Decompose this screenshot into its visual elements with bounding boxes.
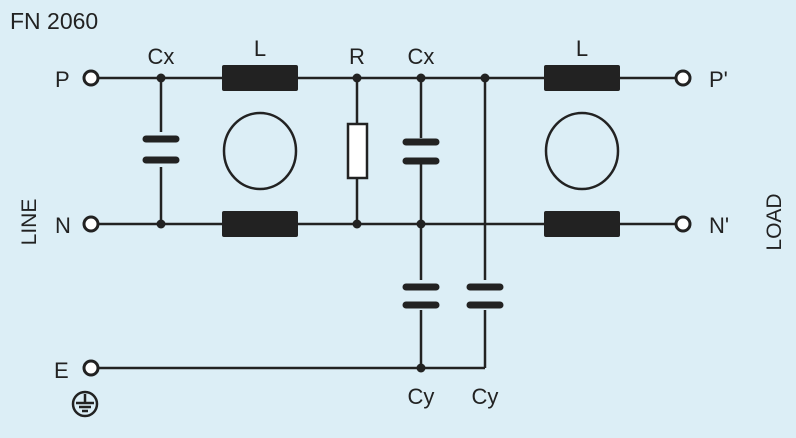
- choke-core-2: [544, 111, 620, 191]
- label-l1: L: [254, 36, 266, 61]
- terminal-n-out: [674, 215, 692, 233]
- label-load-side: LOAD: [763, 193, 786, 250]
- capacitor-cy2: [466, 283, 504, 309]
- terminal-p-out: [674, 69, 692, 87]
- label-cx1: Cx: [148, 44, 175, 69]
- capacitor-cy1: [402, 283, 440, 309]
- capacitor-cx1: [142, 135, 180, 164]
- label-e: E: [54, 358, 69, 383]
- inductor-l1-p: [222, 65, 298, 91]
- label-cy1: Cy: [408, 384, 435, 409]
- inductor-l2-p: [544, 65, 620, 91]
- choke-core-1: [222, 111, 298, 191]
- terminal-p: [82, 69, 100, 87]
- label-cx2: Cx: [408, 44, 435, 69]
- label-n: N: [55, 213, 71, 238]
- label-p-out: P': [709, 67, 728, 92]
- junction-nodes: [156, 73, 490, 373]
- label-cy2: Cy: [472, 384, 499, 409]
- label-p: P: [55, 67, 70, 92]
- ground-symbol-icon: [71, 390, 99, 418]
- terminal-n: [82, 215, 100, 233]
- terminals: [82, 69, 692, 377]
- terminal-e: [82, 359, 100, 377]
- label-n-out: N': [709, 213, 729, 238]
- label-r: R: [349, 44, 365, 69]
- label-line-side: LINE: [18, 199, 41, 246]
- inductor-l1-n: [222, 211, 298, 237]
- inductor-l2-n: [544, 211, 620, 237]
- resistor-r: [346, 122, 369, 180]
- capacitor-cx2: [402, 138, 440, 165]
- diagram-title: FN 2060: [10, 8, 98, 34]
- label-l2: L: [576, 36, 588, 61]
